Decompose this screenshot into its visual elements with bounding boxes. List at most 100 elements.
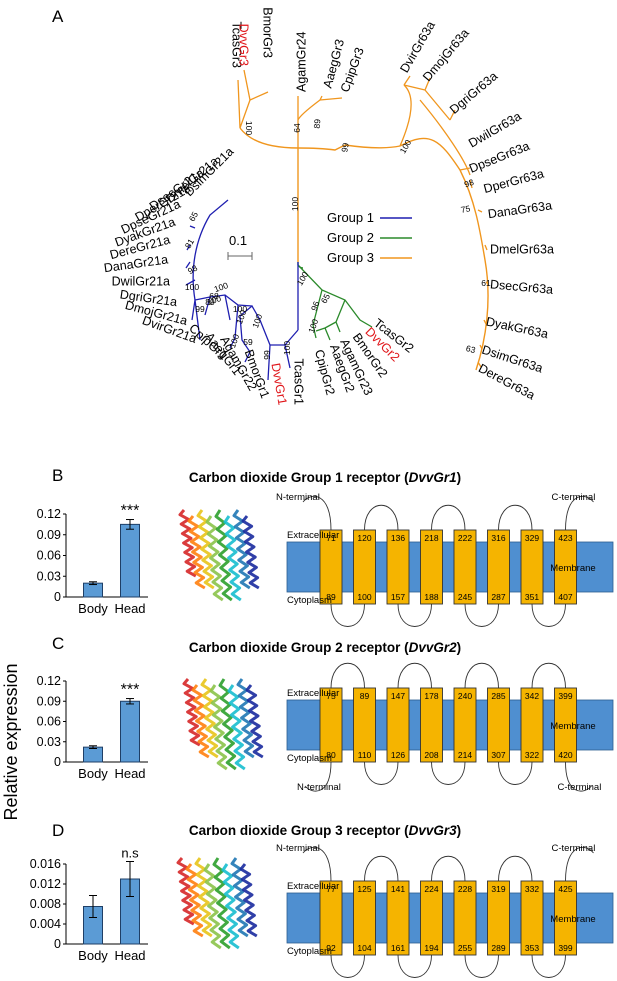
taxon-label: DperGr63a [482, 167, 545, 197]
support-value: 100 [233, 304, 247, 314]
helix-top-residue: 329 [525, 533, 539, 543]
taxon-label: DmelGr63a [490, 242, 554, 256]
extracellular-loop [364, 504, 399, 531]
extracellular-loop [330, 662, 365, 689]
n-terminus-tail [302, 495, 332, 531]
helix-bottom-residue: 214 [458, 750, 472, 760]
helix-top-residue: 75 [326, 691, 336, 701]
intracellular-loop [464, 603, 499, 627]
support-value: 100 [295, 270, 311, 288]
protein-helix [239, 863, 258, 938]
n-terminal-label: N-terminal [276, 843, 320, 854]
helix-top-residue: 222 [458, 533, 472, 543]
extracellular-loop [498, 855, 533, 882]
extracellular-loop [464, 662, 499, 689]
extracellular-label: Extracellular [287, 530, 339, 541]
helix-bottom-residue: 399 [558, 943, 572, 953]
bar-chart-tick-label: 0.12 [37, 507, 61, 521]
helix-top-residue: 224 [424, 884, 438, 894]
support-value: 89 [312, 118, 323, 129]
helix-top-residue: 285 [491, 691, 505, 701]
support-value: 100 [213, 280, 230, 294]
helix-top-residue: 423 [558, 533, 572, 543]
helix-top-residue: 342 [525, 691, 539, 701]
protein-helix [221, 863, 240, 950]
panel-c-title: Carbon dioxide Group 2 receptor (DvvGr2) [189, 640, 461, 655]
protein-helix [176, 857, 195, 926]
protein-helix [209, 684, 228, 771]
helix-bottom-residue: 89 [326, 592, 336, 602]
helix-top-residue: 319 [491, 884, 505, 894]
extracellular-loop [364, 855, 399, 882]
helix-top-residue: 332 [525, 884, 539, 894]
helix-bottom-residue: 245 [458, 592, 472, 602]
bar [120, 700, 140, 763]
bar-chart-tick-label: 0.06 [37, 549, 61, 563]
protein-helix [241, 515, 260, 590]
helix-top-residue: 141 [391, 884, 405, 894]
significance-label: n.s [121, 846, 139, 861]
helix-top-residue: 77 [326, 884, 336, 894]
bar [83, 746, 103, 763]
taxon-label: DanaGr63a [487, 198, 553, 221]
support-value: 100 [398, 138, 414, 156]
bar-category-label: Body [78, 948, 108, 963]
extracellular-label: Extracellular [287, 881, 339, 892]
membrane-topology-diagrams: 7189120100136157218188222245316287329351… [276, 492, 614, 978]
taxon-label: DsecGr63a [489, 277, 553, 296]
bar-chart-tick-label: 0 [54, 590, 61, 604]
panel-b-title: Carbon dioxide Group 1 receptor (DvvGr1) [189, 470, 461, 485]
tree-branch [419, 99, 471, 176]
bar-category-label: Head [114, 948, 145, 963]
y-axis-label: Relative expression [1, 663, 21, 820]
protein-helix [196, 509, 215, 590]
protein-structures [176, 509, 264, 950]
intracellular-loop [397, 954, 432, 978]
cytoplasm-label: Cytoplasm [287, 753, 332, 764]
helix-bottom-residue: 126 [391, 750, 405, 760]
c-terminus-tail [565, 761, 592, 792]
intracellular-loop [531, 603, 566, 627]
helix-top-residue: 71 [326, 533, 336, 543]
support-value: 100 [227, 332, 241, 349]
n-terminus-tail [304, 761, 332, 792]
bar-chart-tick-label: 0.004 [30, 917, 61, 931]
taxon-label: DvvGr3 [237, 24, 251, 66]
protein-helix [214, 509, 233, 602]
phylogenetic-tree: DsimGr21aDmelGr21aDsecGr21aDperGr21aDpse… [103, 7, 554, 406]
support-value: 99 [262, 350, 272, 360]
membrane-label: Membrane [550, 721, 595, 732]
tree-branch [239, 127, 299, 149]
intracellular-loop [330, 954, 365, 978]
tree-branch [237, 79, 251, 129]
helix-bottom-residue: 92 [326, 943, 336, 953]
tree-branch [399, 84, 412, 147]
protein-helix [218, 678, 237, 771]
helix-top-residue: 120 [357, 533, 371, 543]
helix-top-residue: 147 [391, 691, 405, 701]
bar [83, 582, 103, 598]
legend-group-2-label: Group 2 [327, 230, 374, 245]
bar-category-label: Body [78, 766, 108, 781]
helix-top-residue: 178 [424, 691, 438, 701]
support-value: 100 [234, 308, 248, 325]
tree-branch [185, 199, 229, 301]
bar-category-label: Head [114, 766, 145, 781]
tree-branch [403, 75, 456, 121]
support-value: 100 [290, 197, 300, 211]
support-value: 100 [282, 341, 292, 355]
bar-category-label: Head [114, 601, 145, 616]
bar-chart-tick-label: 0.06 [37, 715, 61, 729]
protein-helix [200, 678, 219, 759]
intracellular-loop [397, 603, 432, 627]
protein-helix [212, 857, 231, 950]
n-terminal-label: N-terminal [276, 492, 320, 503]
taxon-label: BmorGr3 [261, 7, 275, 58]
tree-branches [185, 69, 489, 381]
scale-bar-label: 0.1 [229, 233, 247, 248]
tree-branch [297, 144, 346, 151]
legend-group-1-label: Group 1 [327, 210, 374, 225]
taxon-label: TcasGr1 [292, 358, 306, 405]
helix-bottom-residue: 407 [558, 592, 572, 602]
protein-helix [236, 678, 255, 759]
